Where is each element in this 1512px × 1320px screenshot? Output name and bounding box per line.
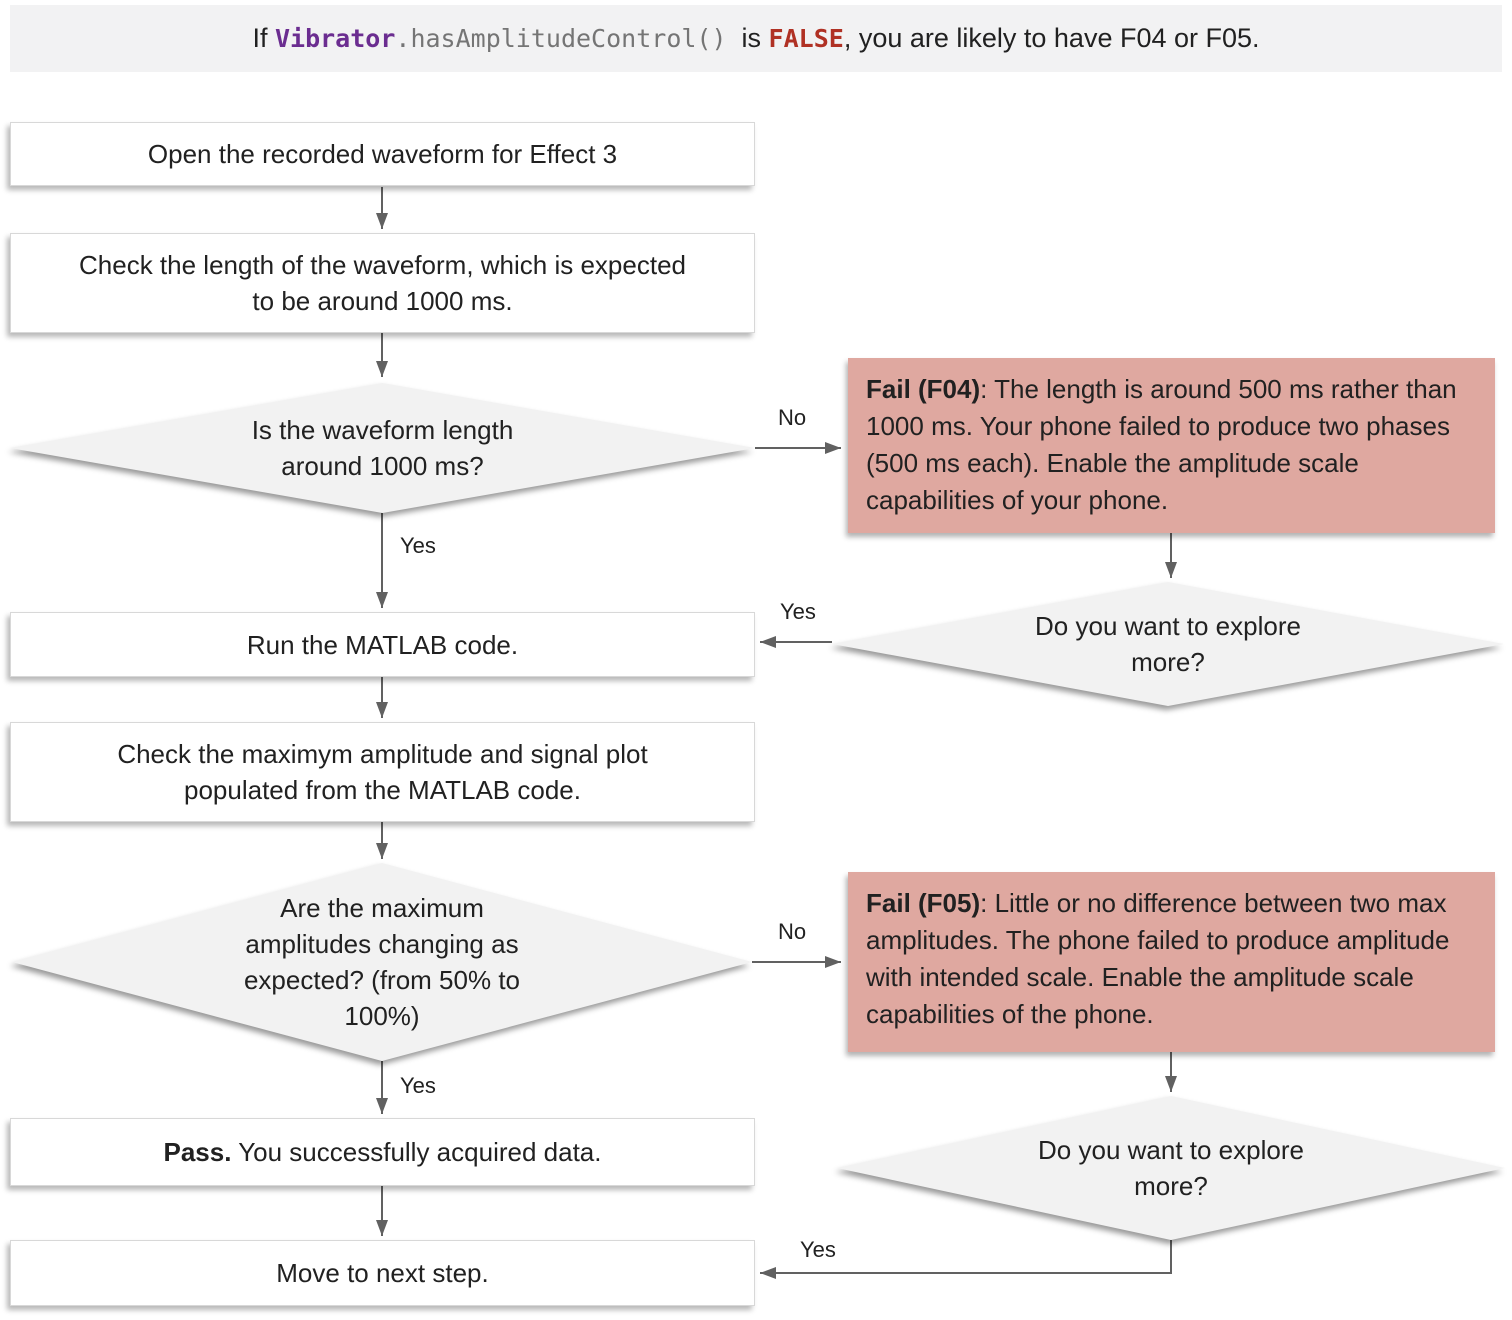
arrow-explore2-yes-to-nextstep [760, 1240, 1172, 1279]
step-next-step-label: Move to next step. [276, 1258, 489, 1288]
fail-f05-title: Fail (F05) [866, 888, 981, 918]
edge-label-no-length: No [778, 405, 807, 430]
step-check-length: Check the length of the waveform, which … [10, 233, 755, 333]
decision-amplitudes-changing-label: Are the maximum amplitudes changing as e… [243, 893, 521, 1031]
edge-label-no-amplitude: No [778, 919, 807, 944]
edge-label-yes-amplitude: Yes [400, 1073, 436, 1098]
step-check-amplitude-label: Check the maximym amplitude and signal p… [117, 739, 648, 805]
step-open-waveform-label: Open the recorded waveform for Effect 3 [147, 139, 618, 169]
decision-explore-more-2-label: Do you want to explore more? [1038, 1135, 1304, 1201]
banner-code-class: Vibrator [274, 24, 396, 53]
step-pass-body: You successfully acquired data. [231, 1137, 602, 1167]
fail-f04-box: Fail (F04): The length is around 500 ms … [848, 358, 1495, 533]
decision-explore-more-1: Do you want to explore more? [832, 582, 1504, 706]
step-pass-label: Pass. You successfully acquired data. [164, 1134, 602, 1170]
edge-label-yes-explore1: Yes [780, 599, 816, 624]
decision-explore-more-1-label: Do you want to explore more? [1035, 611, 1301, 677]
banner-code-method: .hasAmplitudeControl() [395, 24, 727, 53]
step-run-matlab: Run the MATLAB code. [10, 612, 755, 677]
decision-waveform-length: Is the waveform length around 1000 ms? [10, 383, 755, 513]
decision-explore-more-2: Do you want to explore more? [837, 1096, 1505, 1240]
fail-f05-box: Fail (F05): Little or no difference betw… [848, 872, 1495, 1052]
fail-f04-body: : The length is around 500 ms rather tha… [866, 374, 1457, 515]
step-next-step: Move to next step. [10, 1240, 755, 1306]
banner-text-prefix: If [252, 23, 275, 53]
edge-label-yes-explore2: Yes [800, 1237, 836, 1262]
banner-code-value: FALSE [768, 24, 844, 53]
header-banner: If Vibrator.hasAmplitudeControl() is FAL… [10, 5, 1502, 72]
step-pass-title: Pass. [163, 1137, 232, 1167]
step-check-amplitude: Check the maximym amplitude and signal p… [10, 722, 755, 822]
step-check-length-label: Check the length of the waveform, which … [79, 250, 686, 316]
decision-waveform-length-label: Is the waveform length around 1000 ms? [251, 415, 514, 481]
step-run-matlab-label: Run the MATLAB code. [246, 629, 519, 660]
edge-label-yes-length: Yes [400, 533, 436, 558]
fail-f04-title: Fail (F04) [866, 374, 981, 404]
banner-text-is: is [726, 23, 769, 53]
fail-f05-body: : Little or no difference between two ma… [866, 888, 1450, 1029]
step-pass: Pass. You successfully acquired data. [10, 1118, 755, 1186]
banner-text-suffix: , you are likely to have F04 or F05. [843, 23, 1260, 53]
step-open-waveform: Open the recorded waveform for Effect 3 [10, 122, 755, 186]
decision-amplitudes-changing: Are the maximum amplitudes changing as e… [12, 863, 752, 1061]
